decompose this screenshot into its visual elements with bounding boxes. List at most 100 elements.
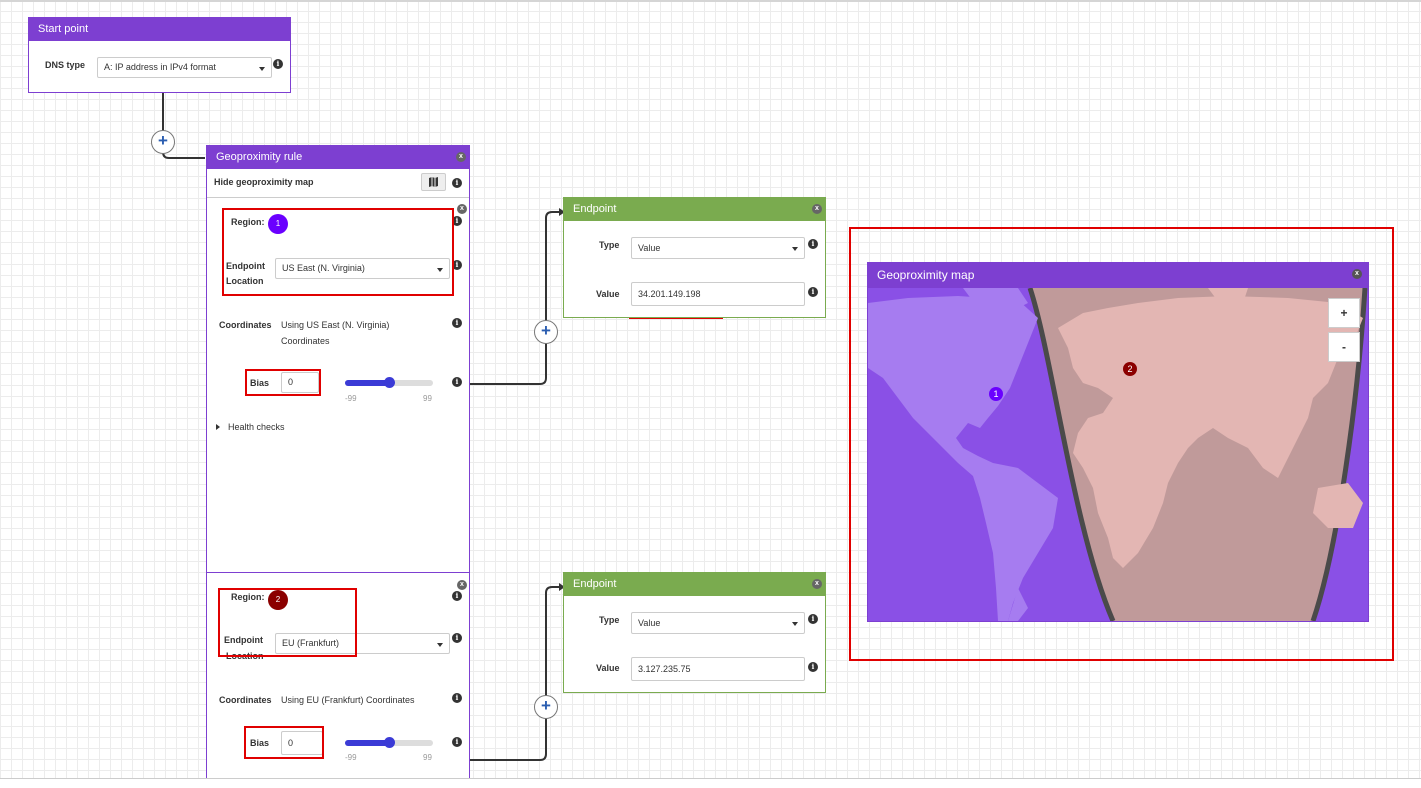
divider [207, 197, 469, 198]
bias-2-max: 99 [423, 753, 432, 762]
bias-2-label: Bias [250, 738, 270, 748]
endpoint-2-panel: Endpoint x Type Value i Value 3.127.235.… [563, 572, 826, 693]
geoproximity-map-title: Geoproximity map [868, 263, 1368, 288]
region-1-label: Region: [231, 217, 265, 227]
add-rule-button[interactable]: + [151, 130, 175, 154]
geoproximity-map-panel: Geoproximity map x + - 1 2 [867, 262, 1369, 622]
caret-right-icon[interactable] [216, 424, 220, 430]
add-endpoint-button[interactable]: + [534, 320, 558, 344]
dns-type-value: A: IP address in IPv4 format [104, 62, 216, 72]
bias-1-min: -99 [345, 394, 357, 403]
health-checks-toggle[interactable]: Health checks [228, 422, 285, 432]
bias-1-max: 99 [423, 394, 432, 403]
endpoint-2-value-input[interactable]: 3.127.235.75 [631, 657, 805, 681]
info-icon[interactable]: i [452, 216, 462, 226]
chevron-down-icon [792, 247, 798, 251]
endpoint-location-1-value: US East (N. Virginia) [282, 263, 365, 273]
start-point-title: Start point [29, 18, 290, 41]
endpoint-1-type-value: Value [638, 243, 661, 253]
chevron-down-icon [437, 642, 443, 647]
zoom-out-button[interactable]: - [1328, 332, 1360, 362]
dns-type-select[interactable]: A: IP address in IPv4 format [97, 57, 272, 78]
dns-type-label: DNS type [45, 60, 86, 70]
bias-1-slider[interactable] [345, 377, 433, 388]
zoom-in-button[interactable]: + [1328, 298, 1360, 328]
map-marker-region-1[interactable]: 1 [989, 387, 1003, 401]
endpoint-location-label-1: Endpoint [226, 261, 265, 271]
endpoint-location-1-select[interactable]: US East (N. Virginia) [275, 258, 450, 279]
chevron-down-icon [259, 66, 265, 71]
endpoint-1-panel: Endpoint x Type Value i Value 34.201.149… [563, 197, 826, 318]
highlight-region-2 [218, 588, 357, 657]
geoproximity-rule-title: Geoproximity rule [207, 146, 469, 169]
top-border [0, 0, 1421, 2]
bias-2-input[interactable]: 0 [281, 731, 323, 755]
info-icon[interactable]: i [273, 59, 283, 69]
info-icon[interactable]: i [452, 260, 462, 270]
info-icon[interactable]: i [452, 737, 462, 747]
bias-2-slider[interactable] [345, 737, 433, 748]
info-icon[interactable]: i [452, 377, 462, 387]
bias-2-min: -99 [345, 753, 357, 762]
endpoint-1-value-label: Value [596, 289, 620, 299]
coordinates-1-value-1: Using US East (N. Virginia) [281, 320, 390, 330]
bias-2-slider-handle[interactable] [384, 737, 395, 748]
info-icon[interactable]: i [452, 591, 462, 601]
world-map[interactable] [868, 288, 1368, 621]
endpoint-1-title: Endpoint [564, 198, 825, 221]
region-2-label: Region: [231, 592, 265, 602]
region-divider [207, 572, 469, 573]
info-icon[interactable]: i [452, 693, 462, 703]
info-icon[interactable]: i [808, 239, 818, 249]
info-icon[interactable]: i [808, 287, 818, 297]
endpoint-location-2-value: EU (Frankfurt) [282, 638, 340, 648]
bias-1-label: Bias [250, 378, 270, 388]
remove-region-2-icon[interactable]: x [457, 580, 467, 590]
coordinates-2-label: Coordinates [219, 695, 272, 705]
hide-map-label: Hide geoproximity map [214, 177, 314, 187]
endpoint-location-label-1: Endpoint [224, 635, 263, 645]
region-1-badge: 1 [268, 214, 288, 234]
coordinates-2-value: Using EU (Frankfurt) Coordinates [281, 695, 415, 705]
endpoint-2-type-select[interactable]: Value [631, 612, 805, 634]
info-icon[interactable]: i [808, 662, 818, 672]
start-point-panel: Start point DNS type A: IP address in IP… [28, 17, 291, 93]
info-icon[interactable]: i [808, 614, 818, 624]
bias-2-slider-fill [345, 740, 390, 746]
endpoint-1-type-select[interactable]: Value [631, 237, 805, 259]
close-icon[interactable]: x [456, 152, 466, 162]
geoproximity-rule-panel: Geoproximity rule x Hide geoproximity ma… [206, 145, 470, 785]
endpoint-location-2-select[interactable]: EU (Frankfurt) [275, 633, 450, 654]
highlight-bias-2 [244, 726, 324, 759]
endpoint-1-type-label: Type [599, 240, 620, 250]
endpoint-2-type-value: Value [638, 618, 661, 628]
region-2-badge: 2 [268, 590, 288, 610]
map-icon [429, 177, 438, 187]
bias-1-slider-handle[interactable] [384, 377, 395, 388]
add-endpoint-button[interactable]: + [534, 695, 558, 719]
close-icon[interactable]: x [812, 579, 822, 589]
bias-1-slider-fill [345, 380, 390, 386]
toggle-map-button[interactable] [421, 173, 446, 191]
highlight-region-1 [222, 208, 454, 296]
chevron-down-icon [792, 622, 798, 626]
chevron-down-icon [437, 267, 443, 272]
info-icon[interactable]: i [452, 633, 462, 643]
endpoint-2-type-label: Type [599, 615, 620, 625]
highlight-bias-1 [245, 369, 321, 396]
close-icon[interactable]: x [1352, 269, 1362, 279]
endpoint-location-label-2: Location [226, 276, 264, 286]
endpoint-2-title: Endpoint [564, 573, 825, 596]
endpoint-2-value-label: Value [596, 663, 620, 673]
endpoint-1-value-input[interactable]: 34.201.149.198 [631, 282, 805, 306]
bias-1-input[interactable]: 0 [281, 372, 319, 393]
highlight-map [849, 227, 1394, 661]
coordinates-1-value-2: Coordinates [281, 336, 330, 346]
remove-region-1-icon[interactable]: x [457, 204, 467, 214]
close-icon[interactable]: x [812, 204, 822, 214]
info-icon[interactable]: i [452, 178, 462, 188]
map-marker-region-2[interactable]: 2 [1123, 362, 1137, 376]
coordinates-1-label: Coordinates [219, 320, 272, 330]
info-icon[interactable]: i [452, 318, 462, 328]
bottom-border [0, 778, 1421, 788]
